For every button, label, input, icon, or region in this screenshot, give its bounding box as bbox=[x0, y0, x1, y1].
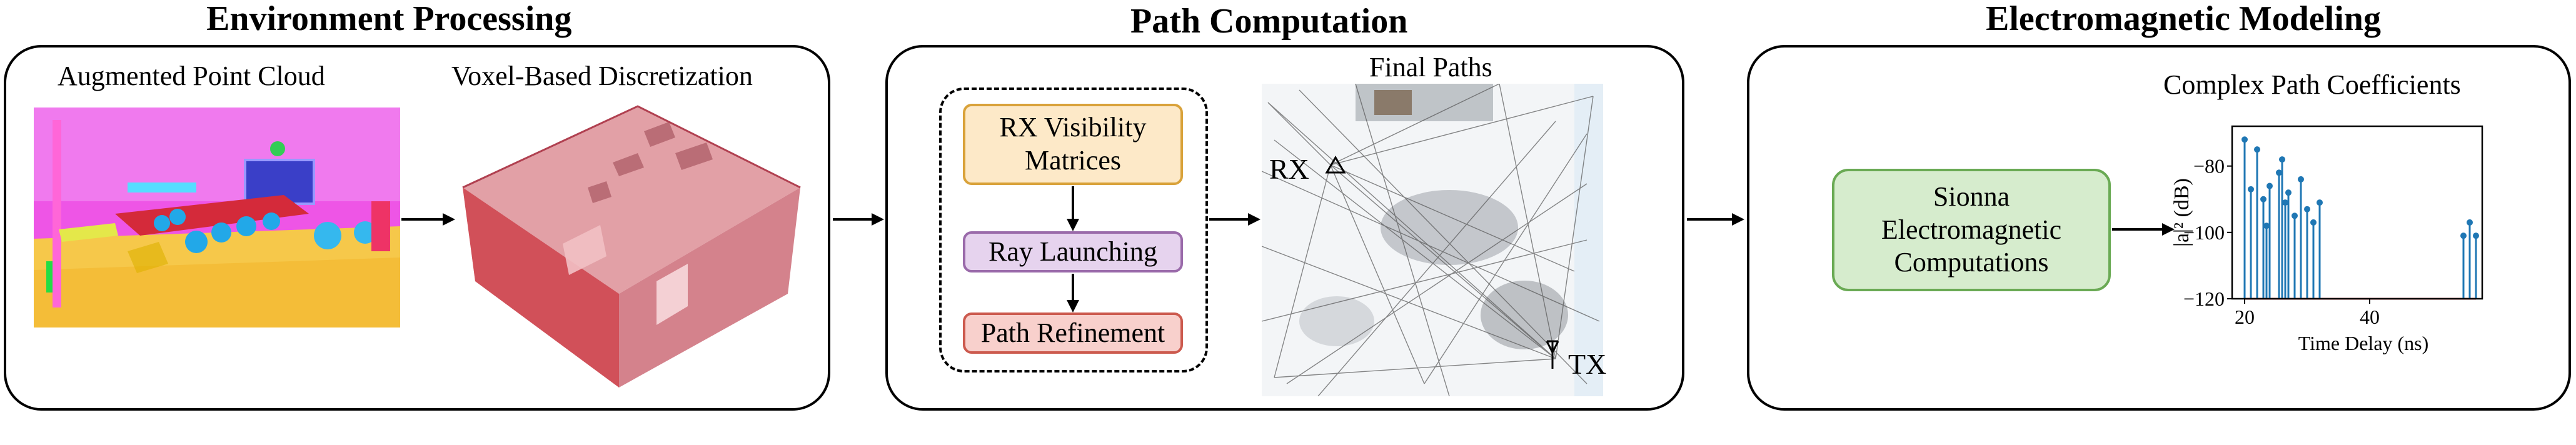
x-axis-label: Time Delay (ns) bbox=[2298, 332, 2429, 354]
voxel-image bbox=[450, 94, 807, 394]
stem-marker bbox=[2310, 219, 2317, 226]
stem-marker bbox=[2473, 232, 2479, 239]
ray-launching-box: Ray Launching bbox=[963, 231, 1183, 272]
final-paths-label: Final Paths bbox=[1369, 52, 1492, 82]
stem-marker bbox=[2285, 189, 2292, 196]
sionna-box: Sionna Electromagnetic Computations bbox=[1832, 169, 2111, 291]
arrow-rx-to-ray bbox=[1067, 186, 1079, 231]
em-title: Electromagnetic Modeling bbox=[1986, 0, 2381, 38]
tx-marker-label: TX bbox=[1568, 348, 1607, 380]
env-title: Environment Processing bbox=[206, 0, 572, 38]
voxel-label: Voxel-Based Discretization bbox=[451, 61, 753, 91]
x-tick-label: 20 bbox=[2235, 306, 2255, 328]
stem-marker bbox=[2304, 206, 2310, 212]
stem-marker bbox=[2282, 199, 2288, 206]
path-title: Path Computation bbox=[1130, 2, 1408, 41]
stem-marker bbox=[2317, 199, 2323, 206]
final-paths-image bbox=[1261, 83, 1603, 397]
rx-marker-label: RX bbox=[1269, 153, 1309, 185]
y-axis-label: |a|² (dB) bbox=[2170, 178, 2193, 247]
arrow-sionna-to-chart bbox=[2112, 223, 2175, 236]
arrow-path-to-em bbox=[1687, 213, 1744, 226]
stem-marker bbox=[2260, 196, 2267, 202]
arrow-ray-to-refine bbox=[1067, 274, 1079, 312]
stem-marker bbox=[2279, 156, 2285, 163]
stem-marker bbox=[2292, 212, 2298, 219]
stem-marker bbox=[2241, 136, 2248, 143]
y-tick-label: −120 bbox=[2183, 288, 2225, 310]
path-coefficient-chart: −80 −100 −120 20 40 |a|² (dB) Time Delay (ns… bbox=[2170, 125, 2483, 354]
stem-marker bbox=[2263, 222, 2270, 229]
stem-marker bbox=[2298, 176, 2304, 182]
stem-marker bbox=[2254, 146, 2260, 153]
stem-marker bbox=[2460, 232, 2467, 239]
stem-marker bbox=[2267, 182, 2273, 189]
point-cloud-image bbox=[34, 108, 400, 328]
point-cloud-label: Augmented Point Cloud bbox=[58, 61, 325, 91]
arrow-env-to-path bbox=[833, 213, 884, 226]
stem-marker bbox=[2248, 186, 2254, 192]
y-tick-label: −100 bbox=[2183, 221, 2225, 244]
stem-marker bbox=[2276, 169, 2282, 176]
chart-title: Complex Path Coefficients bbox=[2163, 69, 2461, 100]
arrow-env-1 bbox=[401, 213, 455, 226]
arrow-pipeline-to-paths bbox=[1209, 213, 1260, 226]
path-refinement-box: Path Refinement bbox=[963, 312, 1183, 354]
rx-visibility-box: RX Visibility Matrices bbox=[963, 104, 1183, 185]
x-tick-label: 40 bbox=[2360, 306, 2380, 328]
stem-marker bbox=[2467, 219, 2473, 226]
y-tick-label: −80 bbox=[2193, 155, 2225, 178]
chart-frame bbox=[2231, 125, 2483, 300]
pipeline-group bbox=[939, 88, 1208, 372]
